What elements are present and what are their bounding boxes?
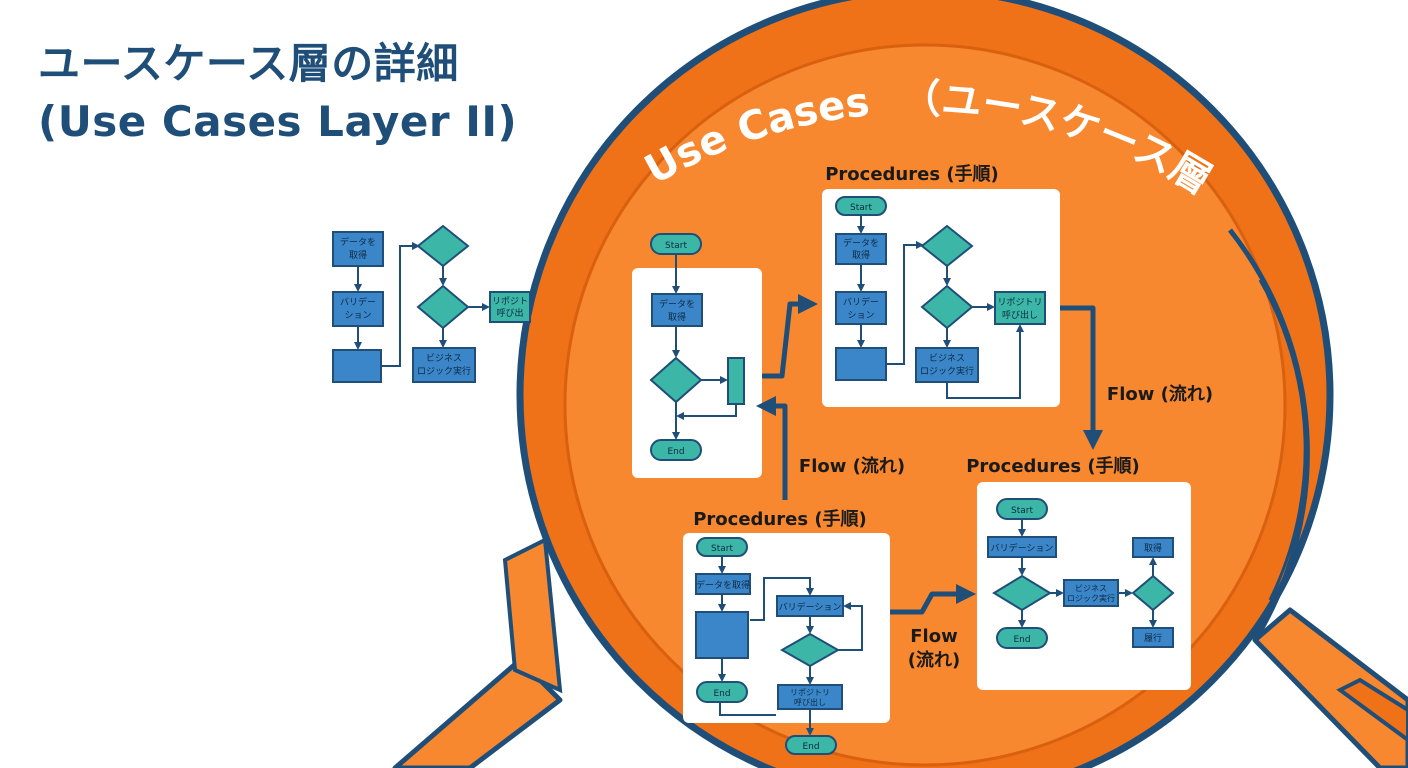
svg-text:ロジック実行: ロジック実行 xyxy=(920,365,974,377)
panel-c-end xyxy=(696,681,748,703)
panel-b-label: Procedures (手順) xyxy=(825,163,999,185)
panel-b: Procedures (手順) Start データを 取得 バリデー ション リ… xyxy=(822,163,1060,407)
flow-arrow-c-to-a xyxy=(756,396,788,500)
panel-d-label: Procedures (手順) xyxy=(966,455,1140,477)
svg-text:ビジネス: ビジネス xyxy=(426,353,462,364)
flow-label-bottom-line1: Flow xyxy=(910,626,957,647)
page-title-en: (Use Cases Layer II) xyxy=(38,97,518,146)
flow-label-bottom-line2: (流れ) xyxy=(908,649,960,671)
flow-arrow-a-to-b xyxy=(762,294,818,379)
left-repo-box xyxy=(489,291,531,323)
svg-text:Start: Start xyxy=(711,544,733,554)
svg-text:Start: Start xyxy=(665,241,687,251)
panel-c-blank xyxy=(695,611,749,659)
panel-a-side-box xyxy=(727,357,745,405)
svg-text:呼び出し: 呼び出し xyxy=(794,697,826,707)
svg-text:リポジトリ: リポジトリ xyxy=(997,297,1042,308)
panel-b-repo xyxy=(994,291,1046,325)
panel-a-end xyxy=(650,439,702,461)
magnifier-handle-left xyxy=(392,536,563,768)
svg-text:ション: ション xyxy=(847,311,874,321)
svg-text:ロジック実行: ロジック実行 xyxy=(1067,593,1115,603)
panel-b-business xyxy=(915,347,979,383)
svg-text:履行: 履行 xyxy=(1144,632,1162,644)
flow-arrow-b-to-d xyxy=(1060,305,1103,450)
svg-text:バリデーション: バリデーション xyxy=(779,601,842,613)
flow-arrows xyxy=(756,294,1103,615)
svg-text:リポジトリ: リポジトリ xyxy=(790,688,830,697)
panel-a: Start データを 取得 End xyxy=(632,233,762,478)
magnifier-handle-right xyxy=(1252,607,1408,768)
svg-text:リポジト: リポジト xyxy=(492,296,528,307)
svg-text:データを: データを xyxy=(659,298,695,310)
svg-text:取得: 取得 xyxy=(1144,542,1162,554)
panel-d-end xyxy=(996,627,1048,649)
flow-label-middle: Flow (流れ) xyxy=(799,455,905,477)
svg-text:データを: データを xyxy=(843,237,879,249)
svg-text:呼び出: 呼び出 xyxy=(496,307,523,319)
left-flowchart: データを 取得 バリデー ション リポジト 呼び出 ビジネス ロジック実行 xyxy=(332,224,531,383)
svg-text:Start: Start xyxy=(1011,506,1033,516)
svg-text:取得: 取得 xyxy=(852,249,870,261)
svg-text:バリデー: バリデー xyxy=(843,296,879,308)
svg-text:呼び出し: 呼び出し xyxy=(1002,309,1038,321)
svg-text:End: End xyxy=(1013,635,1030,645)
left-get-data-box xyxy=(332,231,384,267)
panel-b-get-data xyxy=(835,233,887,265)
svg-text:End: End xyxy=(713,689,730,699)
page-title-jp: ユースケース層の詳細 xyxy=(38,39,459,88)
left-business-box xyxy=(412,347,476,383)
svg-text:取得: 取得 xyxy=(349,249,367,261)
svg-text:End: End xyxy=(802,742,819,752)
svg-text:バリデーション: バリデーション xyxy=(991,542,1054,554)
svg-text:Start: Start xyxy=(850,203,872,213)
svg-text:ロジック実行: ロジック実行 xyxy=(417,365,471,377)
svg-text:ション: ション xyxy=(344,311,371,321)
panel-d-execute xyxy=(1132,627,1174,648)
svg-text:バリデー: バリデー xyxy=(340,296,376,308)
svg-text:End: End xyxy=(667,447,684,457)
panel-d-acquire xyxy=(1132,537,1174,558)
panel-c-label: Procedures (手順) xyxy=(693,508,867,530)
svg-text:データを取得: データを取得 xyxy=(696,579,750,591)
panel-c: Procedures (手順) Start データを取得 End バリデーション… xyxy=(683,508,890,755)
flow-arrow-c-to-d xyxy=(890,584,976,615)
panel-a-get-data xyxy=(651,293,703,327)
svg-text:データを: データを xyxy=(340,236,376,248)
left-decision-1 xyxy=(416,224,470,268)
flow-label-right: Flow (流れ) xyxy=(1107,383,1213,405)
left-decision-2 xyxy=(416,284,470,330)
svg-text:取得: 取得 xyxy=(668,311,686,323)
panel-b-blank xyxy=(835,347,887,381)
svg-text:ビジネス: ビジネス xyxy=(1075,584,1107,593)
left-blank-box xyxy=(332,349,382,383)
panel-d: Procedures (手順) Start バリデーション ビジネス ロジック実… xyxy=(966,455,1191,690)
panel-b-validation xyxy=(835,291,887,325)
svg-text:ビジネス: ビジネス xyxy=(929,353,965,364)
panel-c-end-2 xyxy=(785,735,837,755)
left-validation-box xyxy=(332,291,384,327)
